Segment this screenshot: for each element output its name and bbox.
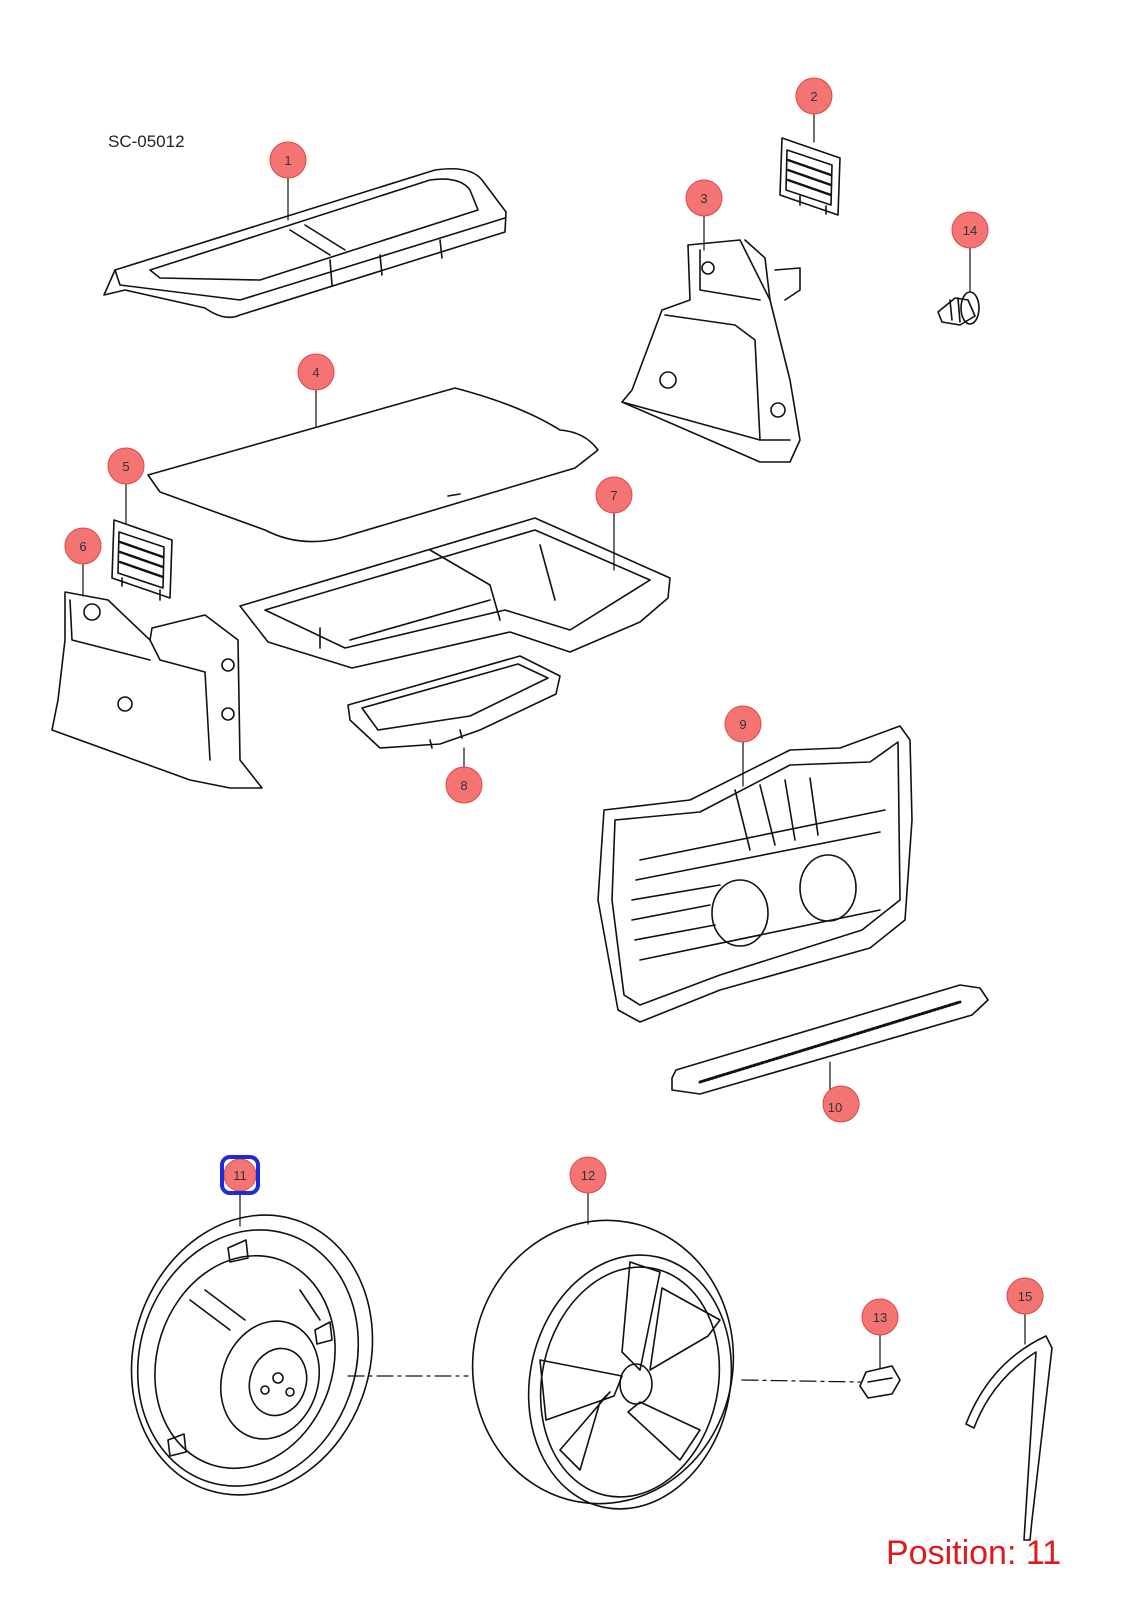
part-12-spare-wheel <box>471 1219 735 1510</box>
callout-4-label: 4 <box>312 365 319 380</box>
callout-13-label: 13 <box>873 1310 887 1325</box>
callout-5-label: 5 <box>122 459 129 474</box>
part-14-push-clip <box>937 291 980 326</box>
callout-9-label: 9 <box>739 717 746 732</box>
part-7-storage-tray <box>239 517 671 669</box>
callout-1-label: 1 <box>284 153 291 168</box>
callout-5[interactable]: 5 <box>107 447 145 485</box>
callout-13[interactable]: 13 <box>861 1298 899 1336</box>
callout-10[interactable]: 10 <box>822 1085 860 1123</box>
selection-highlight <box>220 1155 260 1195</box>
callout-2-label: 2 <box>810 89 817 104</box>
callout-15[interactable]: 15 <box>1006 1277 1044 1315</box>
axis-center-line <box>347 1375 861 1383</box>
part-3-trunk-side-trim <box>621 239 801 463</box>
callout-14[interactable]: 14 <box>951 211 989 249</box>
part-10-sill-plate <box>671 984 989 1095</box>
drawing-code: SC-05012 <box>108 132 185 151</box>
part-6-trunk-side-trim <box>51 591 263 789</box>
part-2-vent-grille <box>779 137 841 216</box>
callout-3[interactable]: 3 <box>685 179 723 217</box>
callout-3-label: 3 <box>700 191 707 206</box>
callout-15-label: 15 <box>1018 1289 1032 1304</box>
callout-11[interactable]: 11 <box>220 1155 260 1195</box>
callout-6-label: 6 <box>79 539 86 554</box>
part-9-liftgate-trim <box>597 725 913 1023</box>
callout-8[interactable]: 8 <box>445 766 483 804</box>
part-11-spare-wheel-tub <box>130 1214 374 1496</box>
part-8-storage-bin <box>347 655 561 749</box>
callout-12[interactable]: 12 <box>569 1156 607 1194</box>
callout-2[interactable]: 2 <box>795 77 833 115</box>
callout-9[interactable]: 9 <box>724 705 762 743</box>
part-13-wheel-lock <box>859 1365 901 1399</box>
callout-8-label: 8 <box>460 778 467 793</box>
callout-1[interactable]: 1 <box>269 141 307 179</box>
callout-10-label: 10 <box>828 1100 842 1115</box>
callout-14-label: 14 <box>963 223 977 238</box>
callouts: 1 2 3 4 5 6 7 <box>64 77 1044 1336</box>
callout-11-label: 11 <box>233 1168 247 1183</box>
callout-7[interactable]: 7 <box>595 476 633 514</box>
part-1-parcel-shelf <box>103 167 507 319</box>
part-15-trim-strip <box>965 1335 1053 1541</box>
part-5-vent-grille <box>111 519 173 601</box>
position-readout: Position: 11 <box>886 1534 1062 1572</box>
callout-12-label: 12 <box>581 1168 595 1183</box>
callout-4[interactable]: 4 <box>297 353 335 391</box>
callout-7-label: 7 <box>610 488 617 503</box>
callout-6[interactable]: 6 <box>64 527 102 565</box>
part-4-floor-carpet <box>147 387 599 543</box>
